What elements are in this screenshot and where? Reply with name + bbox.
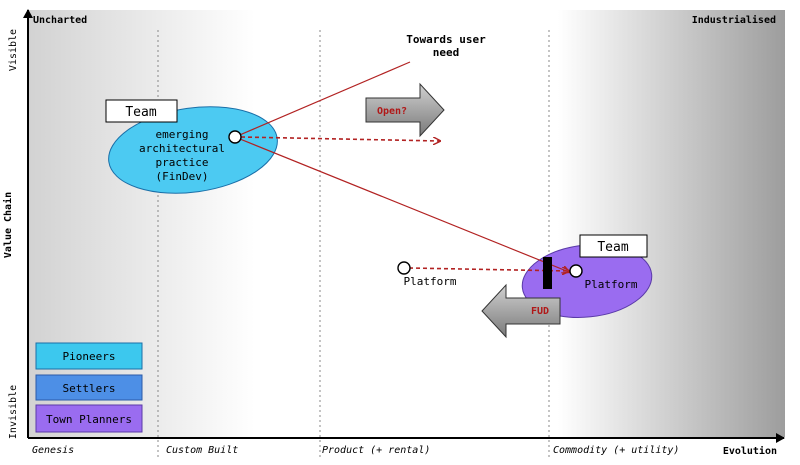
team-bottom-box [579, 234, 648, 258]
y-label-visible: Visible [8, 29, 19, 71]
legend-town-planners-swatch [35, 404, 143, 433]
legend-pioneers-swatch [35, 342, 143, 370]
practice-label-line1: emerging [156, 128, 209, 141]
legend-settlers-swatch [35, 374, 143, 401]
stage-custom-built: Custom Built [166, 445, 238, 456]
platform-left-node[interactable] [397, 261, 411, 275]
practice-label-line3: practice [156, 156, 209, 169]
open-arrow [365, 82, 445, 138]
stage-commodity: Commodity (+ utility) [553, 445, 679, 456]
team-top-box [105, 99, 178, 123]
legend-town-planners-label: Town Planners [46, 413, 132, 426]
label-industrialised: Industrialised [692, 14, 776, 26]
towards-user-need-line [234, 61, 411, 138]
team-top-label: Team [125, 105, 156, 120]
towards-user-need-line1: Towards user [406, 33, 486, 46]
practice-evolution-arrow [240, 136, 440, 141]
map-background [28, 10, 785, 437]
practice-node[interactable] [228, 130, 242, 144]
platform-right-node[interactable] [569, 264, 583, 278]
platform-left-label: Platform [404, 275, 457, 288]
y-label-invisible: Invisible [8, 385, 19, 439]
practice-to-platform-line [234, 136, 569, 272]
stage-product: Product (+ rental) [322, 445, 430, 456]
team-bottom-label: Team [597, 240, 628, 255]
legend-settlers-label: Settlers [63, 382, 116, 395]
legend-pioneers-label: Pioneers [63, 350, 116, 363]
fud-arrow [481, 283, 561, 339]
towards-user-need-line2: need [433, 46, 460, 59]
practice-label-line2: architectural [139, 142, 225, 155]
label-uncharted: Uncharted [33, 15, 87, 26]
stage-genesis: Genesis [32, 445, 74, 456]
fud-label: FUD [531, 306, 549, 317]
platform-evolution-arrow [408, 268, 569, 271]
open-label: Open? [377, 106, 407, 117]
x-axis-title: Evolution [723, 445, 777, 457]
y-axis-title: Value Chain [2, 192, 14, 258]
legend: Pioneers Settlers Town Planners [35, 342, 143, 433]
practice-label-line4: (FinDev) [156, 170, 209, 183]
inertia-bar [543, 257, 552, 289]
platform-right-label: Platform [585, 278, 638, 291]
